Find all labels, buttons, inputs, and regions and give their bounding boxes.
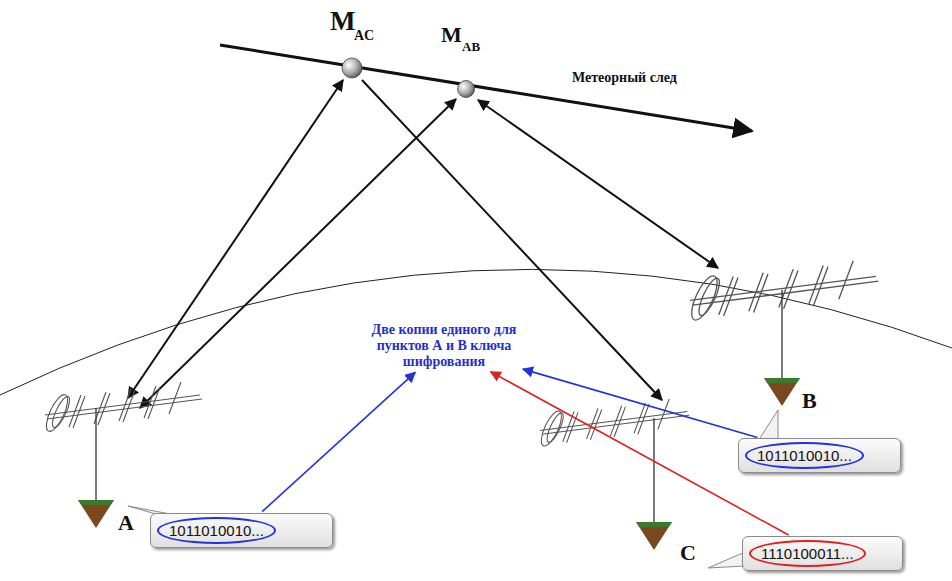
key-bits: 1011010010... <box>745 442 864 469</box>
reflection-point <box>458 81 475 98</box>
key-arrow <box>523 369 758 437</box>
station-letter: B <box>802 388 817 414</box>
point-subscript: AB <box>462 39 480 55</box>
key-box: 1011010010... <box>150 513 333 548</box>
key-box: 1110100011... <box>742 536 903 571</box>
mast <box>95 408 96 500</box>
point-letter: M <box>330 6 355 37</box>
ground-station <box>78 500 114 528</box>
ground-station <box>764 378 800 406</box>
callout-tail <box>758 410 778 441</box>
note-text: Две копии единого для пунктов А и В ключ… <box>368 322 520 370</box>
key-bits: 1110100011... <box>749 540 866 567</box>
key-arrow <box>262 372 415 511</box>
mast <box>653 418 654 522</box>
point-subscript: AC <box>354 28 374 44</box>
station-letter: C <box>680 540 696 566</box>
ground-station <box>636 522 672 550</box>
radio-path <box>128 80 343 398</box>
antenna <box>537 399 689 448</box>
station-letter: A <box>118 510 134 536</box>
point-letter: M <box>441 22 462 48</box>
key-box: 1011010010... <box>738 438 901 473</box>
trail-label: Метеорный след <box>572 70 677 86</box>
antenna <box>42 382 202 434</box>
mast <box>781 290 782 378</box>
reflection-point <box>342 58 362 78</box>
callout-tail <box>708 552 745 568</box>
radio-path <box>362 80 662 400</box>
meteor-trail <box>220 45 752 131</box>
key-bits: 1011010010... <box>157 517 276 544</box>
note-text: Две копии единого для пунктов А и В ключ… <box>368 322 520 370</box>
